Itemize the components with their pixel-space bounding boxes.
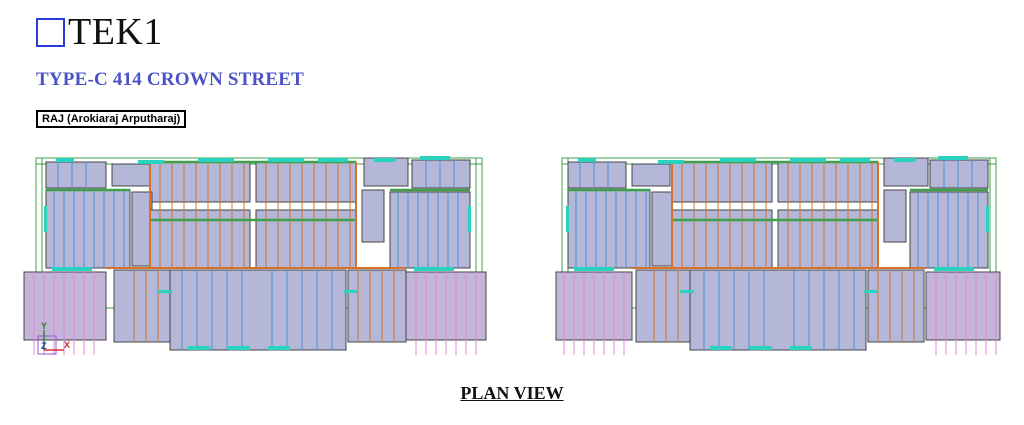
logo-text: TEK1 [68,11,163,53]
structural-plan-drawing: Y Z X [23,156,487,355]
plan-view-caption: PLAN VIEW [0,383,1024,404]
axis-z-label: Z [41,341,47,351]
author-label: RAJ (Arokiaraj Arputharaj) [36,110,187,128]
project-title: TYPE-C 414 CROWN STREET [36,69,304,90]
axis-triad: Y Z X [37,321,70,355]
axis-y-label: Y [41,321,47,331]
caption-text: PLAN VIEW [460,383,564,403]
plan-view-left: Y Z X [23,156,487,355]
axis-x-label: X [64,340,70,350]
structural-plan-drawing [555,156,1001,355]
company-logo: TEK1 [36,12,163,52]
logo-square-icon [36,17,65,47]
plan-view-right [555,156,1001,355]
